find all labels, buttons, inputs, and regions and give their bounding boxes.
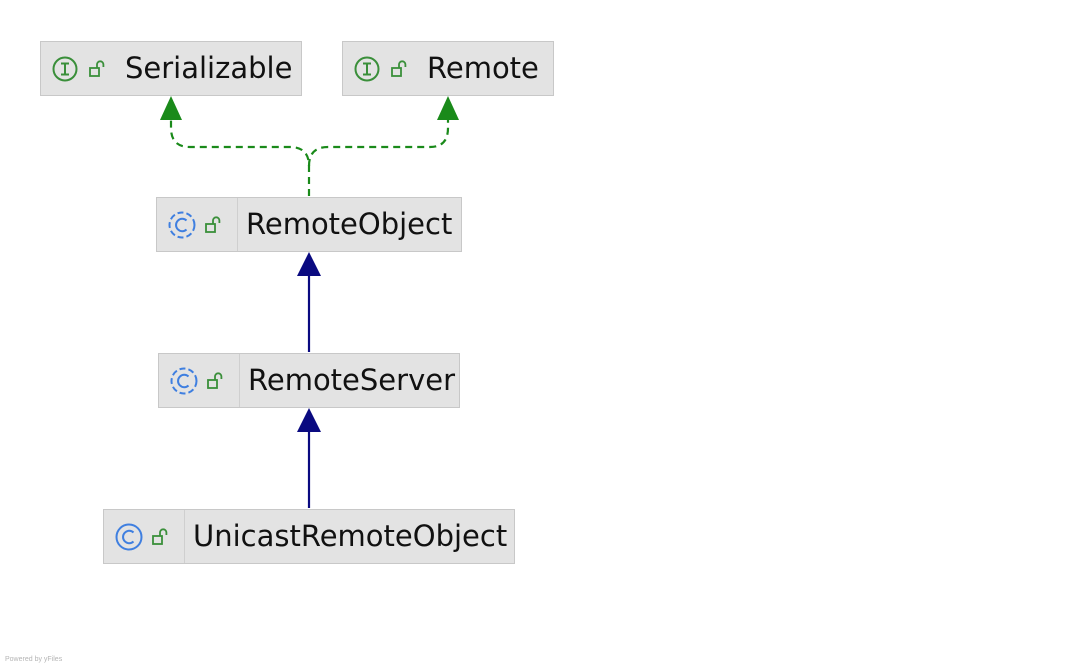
powered-by-footer: Powered by yFiles [5,656,63,663]
arrowhead-remoteserver [297,408,321,432]
node-remoteobject[interactable]: RemoteObject [156,197,462,252]
public-lock-icon [205,215,221,233]
interface-icon [52,56,78,81]
node-label: Remote [427,51,539,85]
node-label: RemoteServer [248,363,455,397]
arrowhead-remoteobject [297,252,321,276]
node-remoteserver[interactable]: RemoteServer [158,353,460,408]
node-label: RemoteObject [246,207,453,241]
public-lock-icon [89,59,105,77]
node-icons [157,198,238,251]
node-icons [41,42,121,95]
arrowhead-remote [437,96,459,120]
node-unicastremoteobject[interactable]: UnicastRemoteObject [103,509,515,564]
arrowhead-serializable [160,96,182,120]
public-lock-icon [207,371,223,389]
node-serializable[interactable]: Serializable [40,41,302,96]
edge-implements-serializable [169,118,311,196]
abstract-class-icon [170,367,198,394]
node-label: UnicastRemoteObject [193,519,508,553]
interface-icon [354,56,380,81]
edge-implements-remote [307,118,450,167]
node-label: Serializable [125,51,293,85]
node-icons [343,42,423,95]
public-lock-icon [152,527,168,545]
class-icon [115,523,143,550]
node-icons [104,510,185,563]
node-remote[interactable]: Remote [342,41,554,96]
abstract-class-icon [168,211,196,238]
public-lock-icon [391,59,407,77]
node-icons [159,354,240,407]
